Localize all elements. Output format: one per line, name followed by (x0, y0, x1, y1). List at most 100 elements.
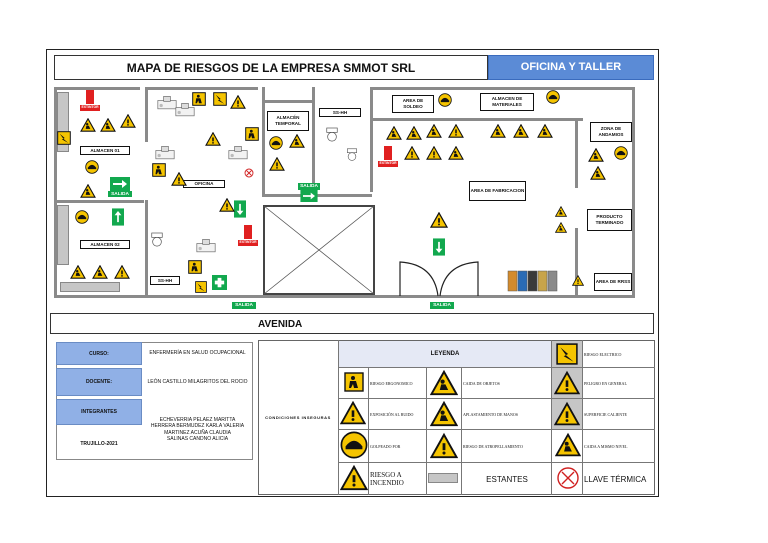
area-label: OFICINA Y TALLER (488, 55, 654, 80)
warning-icon (555, 222, 567, 233)
hand-crush-icon (430, 212, 448, 228)
place-date: TRUJILLO-2021 (80, 440, 118, 447)
desk-icon (155, 145, 175, 161)
extinguisher-icon (384, 146, 392, 160)
noise-warning-icon (340, 401, 366, 425)
page-title: MAPA DE RIESGOS DE LA EMPRESA SMMOT SRL (54, 55, 488, 80)
ergonomic-risk-icon (152, 163, 166, 177)
fire-warning-icon (404, 146, 420, 160)
member-name: SALINAS CANDNO ALICIA (166, 436, 229, 442)
member-name: HERRERA BERMUDEZ KARLA VALERIA (150, 423, 245, 429)
warning-icon (289, 134, 305, 148)
member-name: MARTINEZ ACUÑA CLAUDIA (164, 429, 231, 436)
thermal-switch-icon (244, 168, 254, 178)
electric-risk-icon (194, 281, 208, 293)
wall-top-right (373, 87, 635, 90)
fire-warning-icon (340, 465, 368, 491)
room-area-rrss: AREA DE RRSS (594, 273, 632, 291)
desk-icon (157, 95, 177, 111)
noise-warning-icon (85, 160, 99, 174)
salida-label: SALIDA (430, 302, 454, 309)
grid-line (461, 367, 462, 495)
legend-caida-nivel: CAIDA A MISMO NIVEL (584, 443, 628, 449)
warning-icon (490, 124, 506, 138)
warning-icon (171, 172, 187, 186)
shelf (57, 205, 69, 265)
legend-ergonomico: RIESGO ERGONOMICO (370, 380, 413, 386)
extinguisher-icon (86, 90, 94, 104)
shelf (60, 282, 120, 292)
warning-icon (426, 124, 442, 138)
legend-ruido: EXPOSICIÓN AL RUIDO (370, 411, 414, 417)
ergonomic-risk-icon (344, 372, 364, 392)
room-almacen-temporal: ALMACÉN TEMPORAL (267, 111, 309, 131)
salida-label: SALIDA (298, 183, 320, 190)
map-frame (46, 49, 659, 497)
extintor-label: EXTINTOR (378, 161, 398, 167)
warning-icon (406, 126, 422, 140)
curso-value: ENFERMERÍA EN SALUD OCUPACIONAL (149, 350, 246, 357)
integrantes-list: ECHEVERRIA PELAEZ MARITTA HERRERA BERMUD… (142, 399, 253, 460)
run-over-icon (430, 432, 458, 460)
warning-icon (386, 126, 402, 140)
legend-caida-objetos: CAIDA DE OBJETOS (463, 380, 500, 386)
main-door (399, 261, 479, 297)
legend-incendio: RIESGO A INCENDIO (370, 471, 404, 487)
general-danger-icon (572, 275, 584, 286)
grid-line (426, 367, 427, 495)
room-sshh-top: SS-HH (319, 108, 361, 117)
legend-peligro-general: PELIGRO EN GENERAL (584, 380, 627, 386)
waste-barrels (507, 270, 558, 292)
docente-label: DOCENTE: (56, 368, 142, 396)
hot-surface-icon (554, 401, 580, 427)
exit-down-icon (433, 237, 445, 257)
ergonomic-risk-icon (192, 92, 206, 106)
extintor-label: EXTINTOR (238, 240, 258, 246)
grid-line (338, 398, 655, 399)
legend-estantes: ESTANTES (486, 474, 528, 484)
desk-icon (196, 238, 216, 254)
toilet-icon (150, 232, 164, 248)
warning-icon (80, 184, 96, 198)
general-danger-icon (426, 146, 442, 160)
desk-icon (228, 145, 248, 161)
wall-soldeo (373, 118, 583, 121)
exit-down-icon (234, 200, 246, 218)
warning-icon (537, 124, 553, 138)
warning-icon (92, 265, 108, 279)
street-label: AVENIDA (50, 313, 654, 334)
wall-bottom (54, 295, 635, 298)
salida-label: SALIDA (232, 302, 256, 309)
wall-left-top (54, 87, 140, 90)
grid-line (368, 367, 369, 495)
extintor-label: EXTINTOR (80, 105, 100, 111)
struck-by-icon (340, 431, 368, 459)
grid-line (338, 429, 655, 430)
falling-objects-icon (269, 136, 283, 150)
wall-vertical-2 (145, 200, 148, 295)
exit-up-icon (112, 208, 124, 226)
fire-warning-icon (269, 157, 285, 171)
legend-header: LEYENDA (339, 341, 551, 367)
thermal-switch-icon (557, 467, 579, 489)
shelf-legend-icon (428, 473, 458, 483)
struck-by-icon (75, 210, 89, 224)
sink-icon (345, 148, 359, 162)
warning-icon (513, 124, 529, 138)
electric-risk-icon (555, 343, 579, 365)
warning-icon (448, 146, 464, 160)
wall-right-divider (575, 118, 578, 188)
wall-temporal-top (262, 100, 312, 103)
warning-icon (219, 198, 235, 212)
warning-icon (230, 95, 246, 109)
warning-icon (205, 132, 221, 146)
grid-line (338, 367, 655, 368)
warning-icon (590, 166, 606, 180)
integrantes-label: INTEGRANTES (56, 399, 142, 425)
falling-objects-icon (430, 370, 458, 396)
wall-right-divider-2 (575, 228, 578, 295)
electric-risk-icon (213, 92, 227, 106)
legend-table (258, 340, 655, 495)
legend-electrico: RIESGO ELECTRICO (584, 351, 622, 357)
room-almacen-02: ALMACEN 02 (80, 240, 130, 249)
